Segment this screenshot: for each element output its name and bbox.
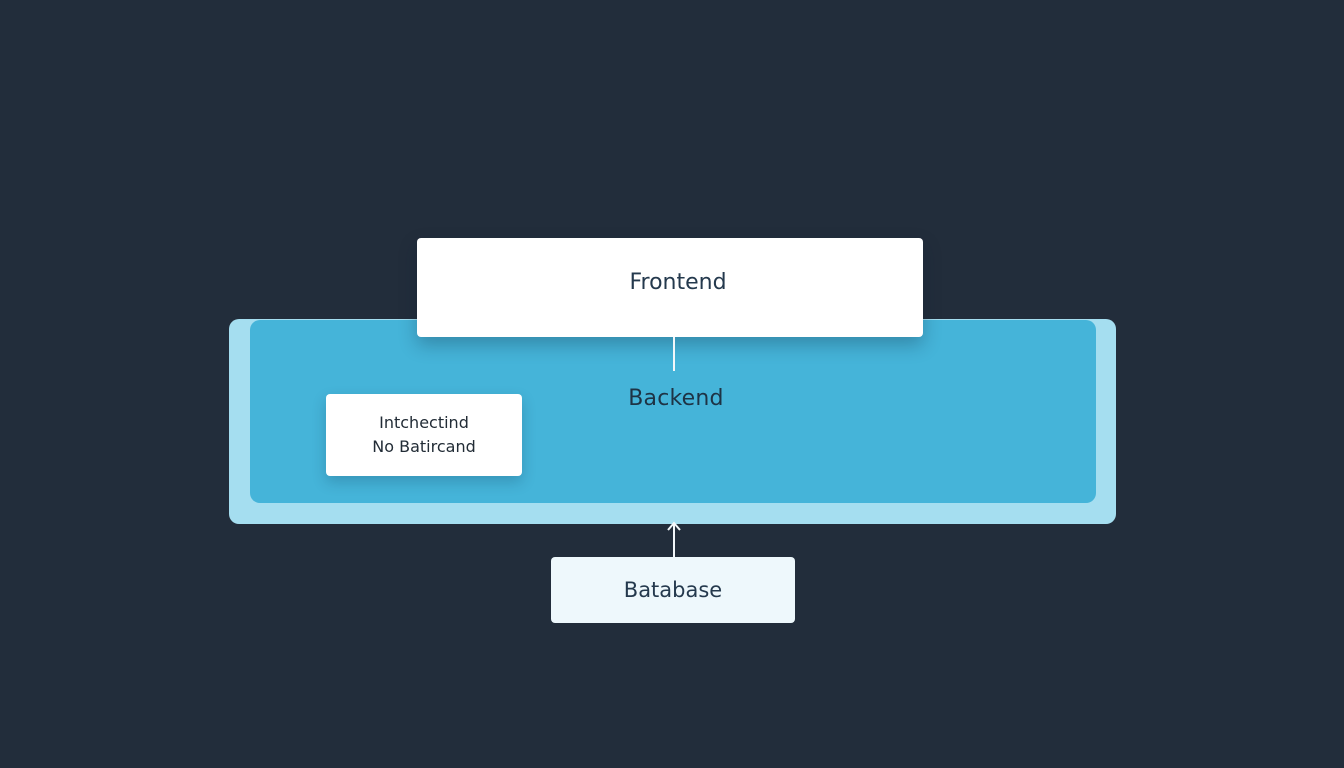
backend-side-box: Intchectind No Batircand	[326, 394, 522, 476]
database-label: Batabase	[623, 578, 723, 602]
arrow-up-icon	[667, 521, 681, 558]
frontend-label: Frontend	[629, 270, 727, 295]
side-box-line-1: Intchectind	[379, 413, 469, 432]
frontend-box: Frontend	[417, 238, 923, 337]
backend-label: Backend	[628, 386, 724, 411]
side-box-line-2: No Batircand	[372, 437, 476, 456]
database-box: Batabase	[551, 557, 795, 623]
frontend-backend-connector	[673, 337, 675, 371]
